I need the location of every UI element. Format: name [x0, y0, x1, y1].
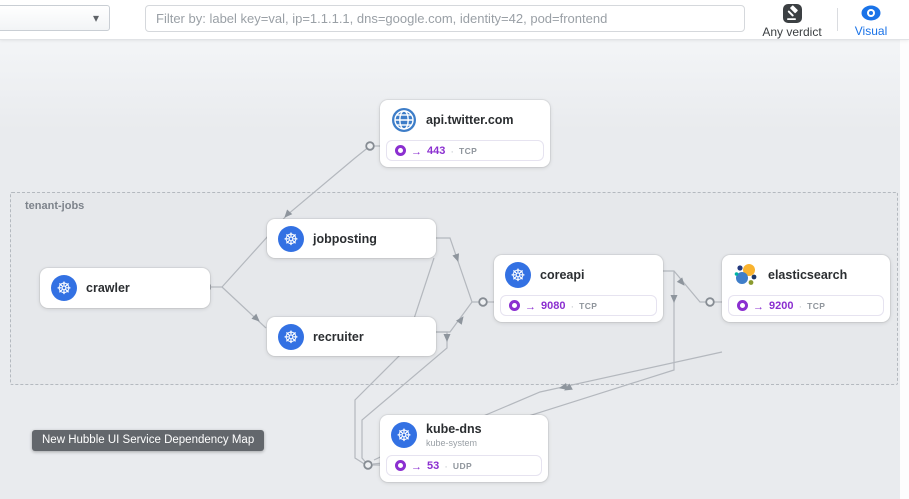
access-point-53[interactable]: 53 UDP — [386, 455, 542, 476]
service-title: elasticsearch — [768, 268, 848, 282]
access-point-443[interactable]: 443 TCP — [386, 140, 544, 161]
port-number: 53 — [427, 459, 440, 472]
ingress-arrow-icon — [525, 297, 536, 315]
edge-crawler-recruiter — [221, 286, 267, 329]
gavel-icon — [782, 4, 802, 23]
access-point-9200[interactable]: 9200 TCP — [728, 295, 884, 316]
visual-mode-button[interactable]: Visual — [845, 3, 897, 38]
dot-separator — [798, 297, 802, 315]
kubernetes-icon — [278, 226, 304, 252]
edge-to-api-twitter — [221, 145, 371, 288]
service-title: crawler — [86, 281, 130, 295]
visual-mode-label: Visual — [854, 24, 888, 38]
edge-coreapi-elasticsearch — [660, 270, 708, 303]
service-card-coreapi[interactable]: coreapi 9080 TCP — [494, 255, 663, 322]
toolbar: Any verdict Visual — [0, 0, 909, 40]
globe-icon — [391, 107, 417, 133]
service-card-api-twitter[interactable]: api.twitter.com 443 TCP — [380, 100, 550, 167]
map-tooltip: New Hubble UI Service Dependency Map — [32, 430, 265, 451]
protocol-label: TCP — [807, 300, 826, 311]
port-ring-icon — [395, 145, 406, 156]
dot-separator — [570, 297, 574, 315]
chevron-down-icon — [93, 9, 99, 27]
service-card-recruiter[interactable]: recruiter — [267, 317, 436, 356]
service-card-kube-dns[interactable]: kube-dns kube-system 53 UDP — [380, 415, 548, 482]
port-ring-icon — [509, 300, 520, 311]
service-map-canvas[interactable]: tenant-jobs — [0, 40, 900, 499]
service-namespace: kube-system — [426, 438, 478, 448]
kubernetes-icon — [391, 422, 417, 448]
service-card-elasticsearch[interactable]: elasticsearch 9200 TCP — [722, 255, 890, 322]
service-title: jobposting — [313, 232, 377, 246]
service-card-crawler[interactable]: crawler — [40, 268, 210, 308]
flow-filter-input[interactable] — [145, 5, 745, 32]
ingress-arrow-icon — [411, 142, 422, 160]
protocol-label: UDP — [452, 460, 473, 471]
edge-jobposting-coreapi — [434, 237, 481, 303]
service-title: coreapi — [540, 268, 585, 282]
namespace-boundary: tenant-jobs — [10, 192, 898, 385]
namespace-label: tenant-jobs — [25, 200, 85, 212]
kubernetes-icon — [278, 324, 304, 350]
port-ring-icon — [737, 300, 748, 311]
service-card-jobposting[interactable]: jobposting — [267, 219, 436, 258]
dot-separator — [450, 142, 454, 160]
verdict-filter-label: Any verdict — [762, 25, 822, 39]
dot-separator — [444, 457, 448, 475]
port-ring-icon — [395, 460, 406, 471]
edge-arrowheads — [251, 209, 685, 391]
elasticsearch-icon — [733, 262, 759, 288]
eye-icon — [861, 5, 881, 21]
namespace-dropdown[interactable] — [0, 5, 110, 31]
access-point-9080[interactable]: 9080 TCP — [500, 295, 657, 316]
service-title: kube-dns — [426, 422, 482, 436]
port-number: 9200 — [769, 299, 794, 312]
port-number: 443 — [427, 144, 446, 157]
verdict-filter-button[interactable]: Any verdict — [757, 3, 827, 39]
kubernetes-icon — [505, 262, 531, 288]
ingress-arrow-icon — [411, 457, 422, 475]
edge-recruiter-coreapi — [434, 301, 473, 333]
toolbar-divider — [837, 8, 838, 31]
protocol-label: TCP — [459, 145, 478, 156]
protocol-label: TCP — [579, 300, 598, 311]
service-title: api.twitter.com — [426, 113, 514, 127]
edge-recruiter-kubedns — [361, 331, 448, 466]
port-number: 9080 — [541, 299, 566, 312]
right-edge-strip — [900, 40, 909, 499]
kubernetes-icon — [51, 275, 77, 301]
service-title: recruiter — [313, 330, 364, 344]
ingress-arrow-icon — [753, 297, 764, 315]
edge-connector-dots — [363, 141, 715, 470]
